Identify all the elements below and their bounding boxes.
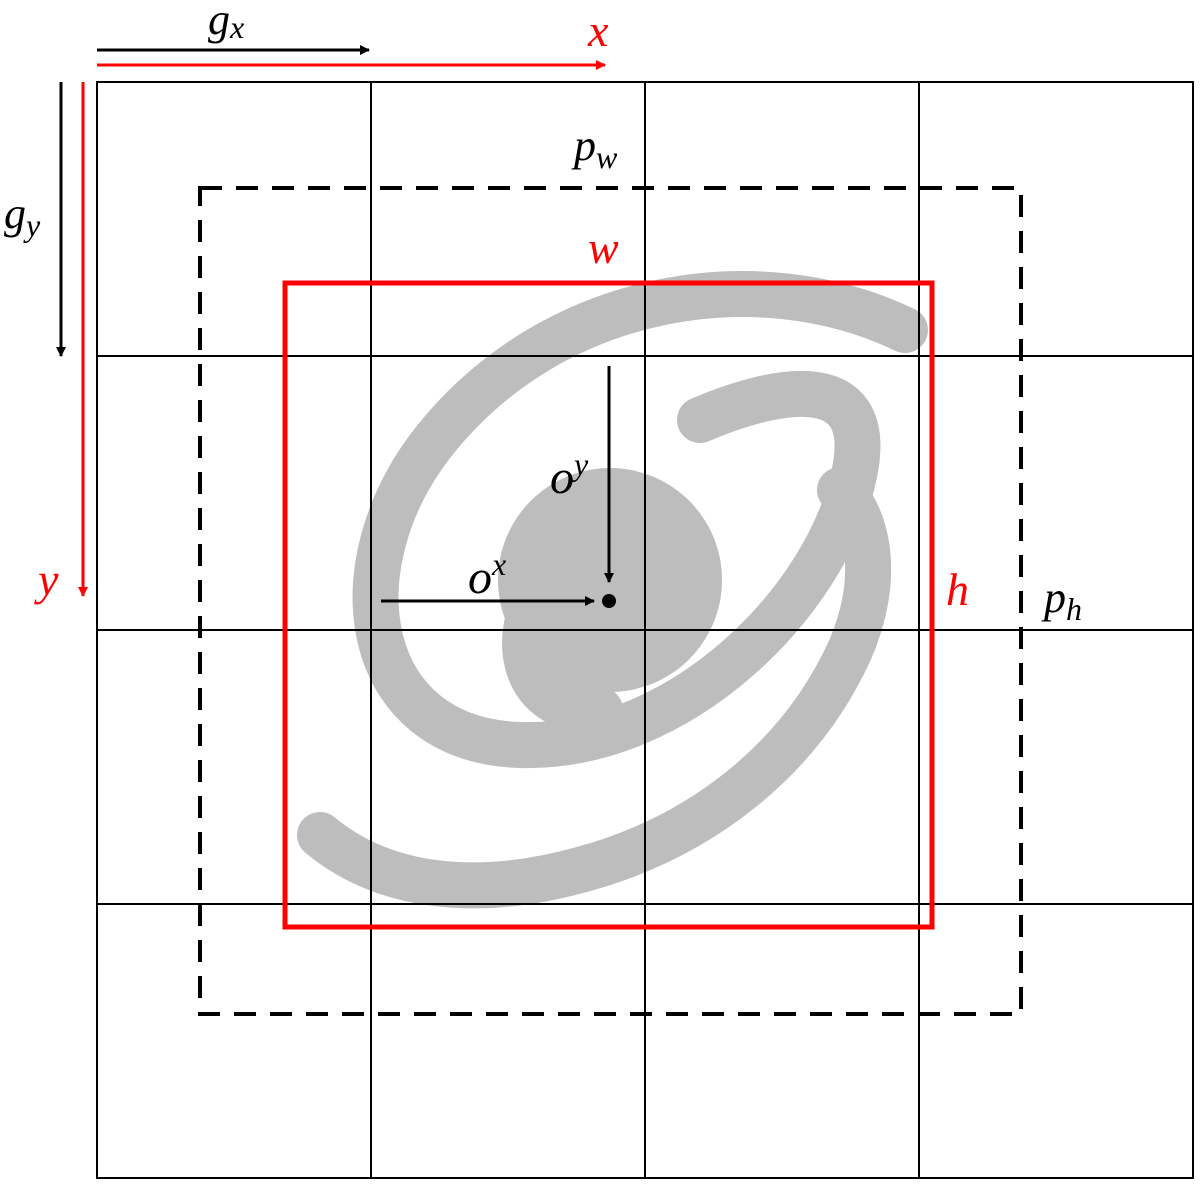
prior-box-dashed bbox=[198, 186, 1023, 1016]
label-y: y bbox=[34, 554, 59, 605]
galaxy-arm-lower bbox=[297, 467, 892, 909]
label-h: h bbox=[946, 564, 969, 615]
label-pw: pw bbox=[571, 121, 618, 175]
galaxy-arm-outer bbox=[352, 271, 928, 769]
center-point bbox=[602, 594, 616, 608]
label-w: w bbox=[588, 222, 619, 273]
label-gx: gx bbox=[208, 0, 244, 45]
galaxy-arm-inner bbox=[502, 477, 653, 734]
grid bbox=[96, 81, 1194, 1179]
label-ox: ox bbox=[468, 546, 506, 604]
label-gy: gy bbox=[4, 189, 41, 243]
label-oy: oy bbox=[550, 446, 589, 504]
galaxy-shape bbox=[297, 271, 928, 909]
label-ph: ph bbox=[1041, 573, 1082, 627]
predicted-box-red bbox=[282, 280, 935, 930]
label-x: x bbox=[587, 5, 609, 56]
